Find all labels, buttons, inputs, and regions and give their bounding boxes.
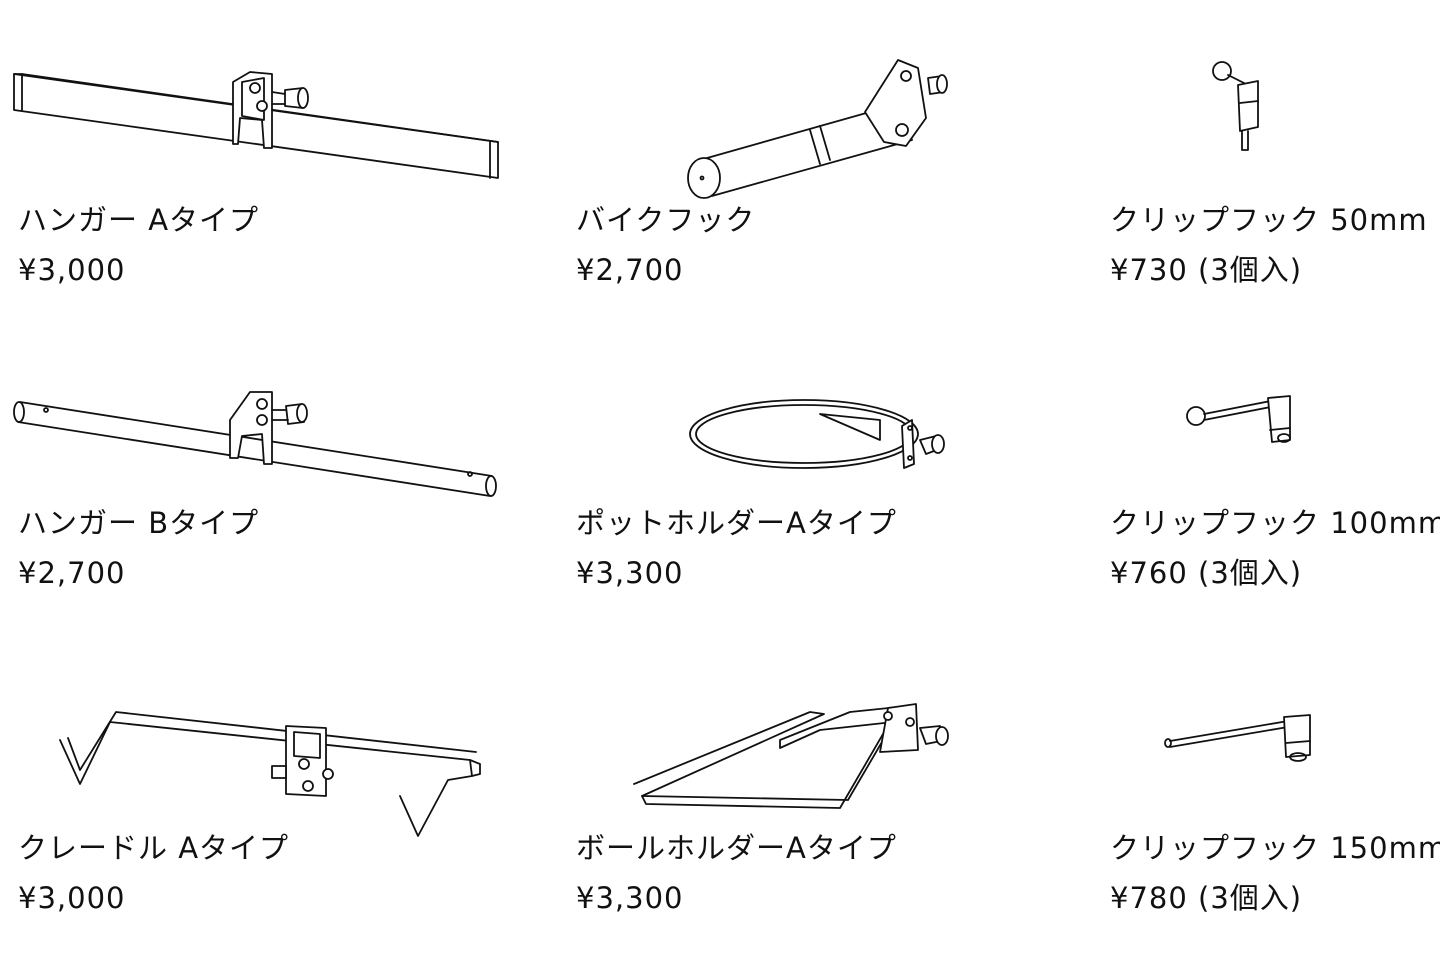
hanger-b-icon [0, 380, 520, 500]
product-name[interactable]: クリップフック 150mm [1110, 831, 1440, 865]
cradle-a-icon [40, 700, 500, 850]
product-name[interactable]: ハンガー Aタイプ [18, 203, 260, 237]
product-name[interactable]: バイクフック [576, 203, 756, 237]
clip-hook-100mm-icon [1180, 390, 1310, 460]
pot-holder-a-icon [680, 390, 960, 480]
clip-hook-150mm-icon [1160, 705, 1330, 775]
product-name[interactable]: クリップフック 100mm [1110, 506, 1440, 540]
product-price: ¥3,000 [18, 881, 126, 915]
product-price: ¥3,000 [18, 253, 126, 287]
product-name[interactable]: ポットホルダーAタイプ [576, 506, 897, 540]
product-name[interactable]: クレードル Aタイプ [18, 831, 290, 865]
product-price: ¥760 (3個入) [1110, 556, 1303, 590]
product-price: ¥2,700 [576, 253, 684, 287]
product-price: ¥3,300 [576, 556, 684, 590]
product-price: ¥780 (3個入) [1110, 881, 1303, 915]
clip-hook-50mm-icon [1200, 55, 1280, 165]
product-price: ¥2,700 [18, 556, 126, 590]
product-name[interactable]: ボールホルダーAタイプ [576, 831, 897, 865]
product-name[interactable]: ハンガー Bタイプ [18, 506, 260, 540]
hanger-a-icon [0, 60, 520, 190]
product-price: ¥730 (3個入) [1110, 253, 1303, 287]
ball-holder-a-icon [620, 700, 960, 820]
bike-hook-icon [670, 52, 970, 202]
product-price: ¥3,300 [576, 881, 684, 915]
product-name[interactable]: クリップフック 50mm [1110, 203, 1428, 237]
